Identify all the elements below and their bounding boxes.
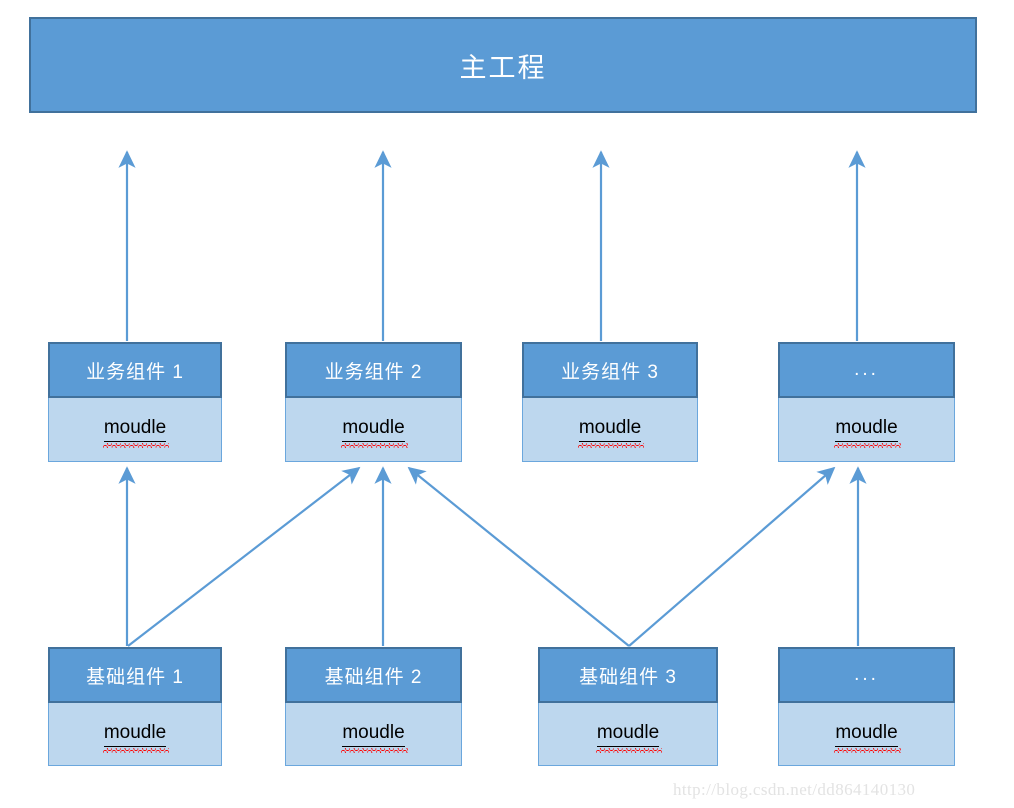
base-component-title: 基础组件 3 (538, 647, 718, 703)
base-component-module-area: moudle (48, 703, 222, 766)
base-component-module-area: moudle (538, 703, 718, 766)
base-component-title: 基础组件 2 (285, 647, 462, 703)
base-component-module-area: moudle (778, 703, 955, 766)
arrow-base3-to-biz4 (628, 466, 836, 647)
base-component-box[interactable]: 基础组件 3 moudle (538, 647, 718, 766)
module-label: moudle (834, 417, 902, 448)
business-component-title: 业务组件 1 (48, 342, 222, 398)
base-component-title: 基础组件 1 (48, 647, 222, 703)
main-project-box[interactable]: 主工程 (29, 17, 977, 113)
business-component-box[interactable]: 业务组件 3 moudle (522, 342, 698, 462)
arrow-base1-to-biz2 (127, 466, 361, 647)
main-project-title: 主工程 (459, 52, 547, 83)
business-component-module-area: moudle (522, 398, 698, 462)
business-component-module-area: moudle (778, 398, 955, 462)
base-component-module-area: moudle (285, 703, 462, 766)
business-component-box[interactable]: ... moudle (778, 342, 955, 462)
base-component-box[interactable]: 基础组件 1 moudle (48, 647, 222, 766)
watermark-text: http://blog.csdn.net/dd864140130 (673, 780, 916, 799)
base-component-title: ... (778, 647, 955, 703)
module-label: moudle (102, 417, 170, 448)
module-label: moudle (341, 722, 409, 753)
base-component-box[interactable]: 基础组件 2 moudle (285, 647, 462, 766)
base-component-box[interactable]: ... moudle (778, 647, 955, 766)
arrow-base3-to-biz2 (407, 466, 630, 647)
business-component-box[interactable]: 业务组件 2 moudle (285, 342, 462, 462)
business-component-title: 业务组件 3 (522, 342, 698, 398)
module-label: moudle (102, 722, 170, 753)
business-component-title: ... (778, 342, 955, 398)
module-label: moudle (595, 722, 663, 753)
business-component-title: 业务组件 2 (285, 342, 462, 398)
business-component-module-area: moudle (285, 398, 462, 462)
module-label: moudle (341, 417, 409, 448)
module-label: moudle (577, 417, 645, 448)
module-label: moudle (834, 722, 902, 753)
business-component-box[interactable]: 业务组件 1 moudle (48, 342, 222, 462)
business-component-module-area: moudle (48, 398, 222, 462)
